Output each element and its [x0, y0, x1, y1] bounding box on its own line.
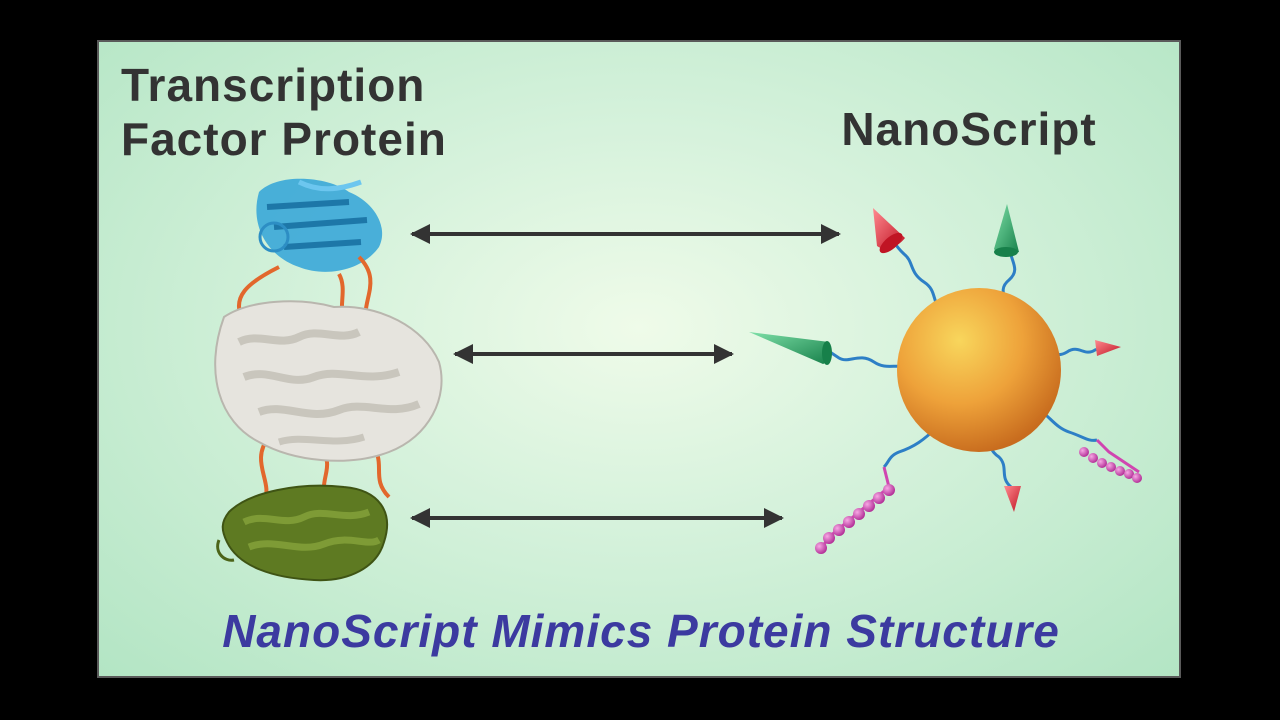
cone-green-top [994, 204, 1019, 255]
title-line-1: Transcription [121, 59, 426, 111]
transcription-factor-title: Transcription Factor Protein [121, 58, 541, 166]
gold-nanoparticle [897, 288, 1061, 452]
nanoscript-title: NanoScript [841, 103, 1097, 155]
cone-red-right [1095, 340, 1121, 356]
diagram-graphics [214, 178, 1142, 582]
protein-bottom-domain [216, 484, 389, 582]
diagram-panel: Transcription Factor Protein NanoScript [97, 40, 1181, 678]
protein-top-domain [256, 178, 383, 272]
protein-middle-domain [214, 300, 443, 462]
cones [749, 204, 1121, 512]
cone-green-left [749, 332, 831, 364]
cone-red-bottom [1004, 486, 1021, 512]
title-line-2: Factor Protein [121, 113, 447, 165]
arrows [410, 224, 841, 528]
caption: NanoScript Mimics Protein Structure [222, 605, 1060, 657]
bead-chains [815, 438, 1142, 554]
